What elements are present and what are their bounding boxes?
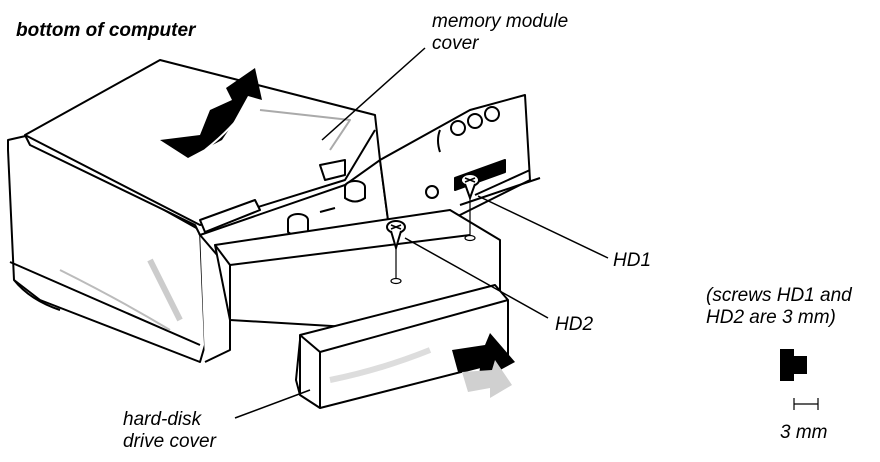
callout-memory-module-cover: memory module cover xyxy=(432,11,568,55)
screw-hd2 xyxy=(386,220,406,285)
callout-hd2: HD2 xyxy=(555,314,594,335)
screw-dimension-label: 3 mm xyxy=(780,422,828,443)
screw-note-line-2: HD2 are 3 mm) xyxy=(706,307,836,328)
callout-hd1: HD1 xyxy=(613,250,652,271)
callout-memory-line-1: memory module xyxy=(432,11,569,32)
diagram-title: bottom of computer xyxy=(16,20,196,41)
lift-arrow xyxy=(160,68,262,158)
callout-hdd-line-1: hard-disk xyxy=(123,409,202,430)
pull-out-arrow xyxy=(452,333,515,398)
callout-hdd-line-2: drive cover xyxy=(123,431,216,452)
leader-memory-cover xyxy=(321,47,426,141)
callout-memory-line-2: cover xyxy=(432,33,479,54)
screw-size-detail xyxy=(780,349,819,410)
screw-note-line-1: (screws HD1 and xyxy=(706,285,852,306)
callout-hard-disk-drive-cover: hard-disk drive cover xyxy=(123,409,216,453)
leader-hd2 xyxy=(404,237,549,319)
callout-leaders xyxy=(234,47,609,419)
screw-size-note: (screws HD1 and HD2 are 3 mm) xyxy=(706,285,852,329)
back-panel xyxy=(379,94,541,236)
screw-hd1 xyxy=(460,173,480,242)
leader-hdd-cover xyxy=(234,389,311,419)
leader-hd1 xyxy=(477,195,609,259)
